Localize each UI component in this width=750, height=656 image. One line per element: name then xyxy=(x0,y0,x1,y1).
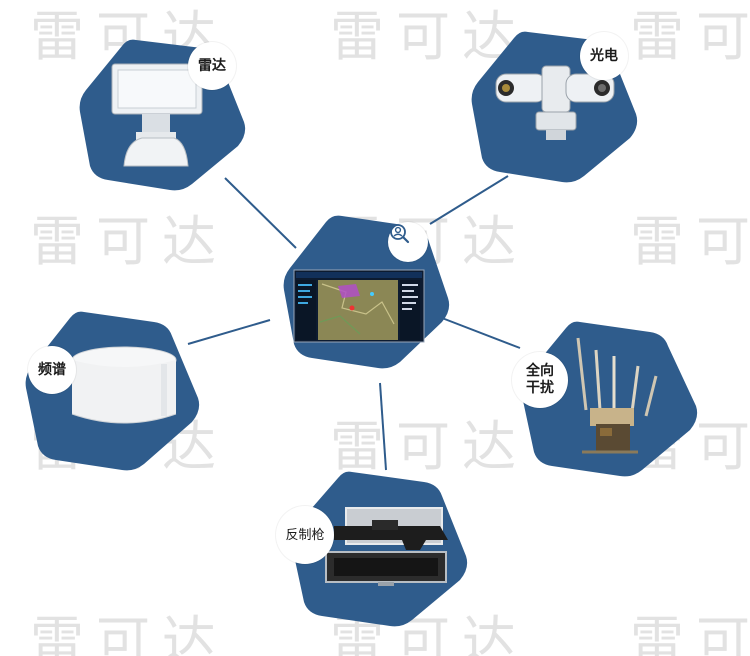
optical-label-badge[interactable]: 光电 xyxy=(580,32,628,80)
search-user-icon xyxy=(390,224,410,244)
spectrum-detector xyxy=(71,346,177,424)
spectrum-label-badge[interactable]: 频谱 xyxy=(28,346,76,394)
link-hub-radar xyxy=(224,177,297,249)
jammer-label: 全向 干扰 xyxy=(526,363,554,397)
node-hub[interactable] xyxy=(282,212,452,372)
jammer-hexagon xyxy=(521,321,698,477)
radar-label-badge[interactable]: 雷达 xyxy=(188,42,236,90)
node-spectrum[interactable]: 频谱 xyxy=(24,306,202,474)
map-monitoring-screen xyxy=(293,269,425,343)
node-optical[interactable]: 光电 xyxy=(470,26,640,186)
jammer-label-line-2: 干扰 xyxy=(526,380,554,396)
link-hub-gun xyxy=(379,382,387,471)
node-jammer[interactable]: 全向 干扰 xyxy=(512,316,700,480)
ptz-camera xyxy=(495,65,615,140)
counter-drone-gun-case xyxy=(325,507,448,586)
gun-label-badge[interactable]: 反制枪 xyxy=(276,506,334,564)
radar-label: 雷达 xyxy=(198,57,226,74)
link-hub-spectrum xyxy=(187,319,271,345)
hub-icon-badge[interactable] xyxy=(388,222,428,262)
node-radar[interactable]: 雷达 xyxy=(78,34,248,194)
jammer-label-badge[interactable]: 全向 干扰 xyxy=(512,352,568,408)
spectrum-label: 频谱 xyxy=(38,361,66,378)
gun-label: 反制枪 xyxy=(285,527,325,543)
node-gun[interactable]: 反制枪 xyxy=(276,466,470,630)
omnidirectional-jammer xyxy=(576,337,658,454)
optical-label: 光电 xyxy=(590,47,618,64)
radar-device xyxy=(111,63,203,167)
jammer-label-line-1: 全向 xyxy=(526,363,554,379)
link-hub-optical xyxy=(429,175,509,225)
link-hub-jammer xyxy=(441,317,521,349)
